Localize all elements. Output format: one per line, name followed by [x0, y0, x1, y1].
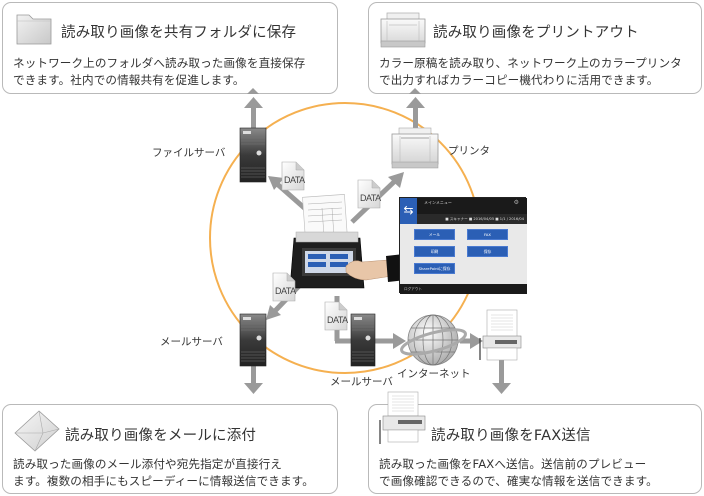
card-pointer — [247, 88, 259, 94]
sharepoint-save-button[interactable]: SharePointに保存 — [414, 263, 455, 274]
data-document-icon: DATA — [357, 179, 382, 209]
gear-icon[interactable]: ⚙ — [513, 199, 519, 206]
card-mail: 読み取り画像をメールに添付 読み取った画像のメール添付や宛先指定が直接行え ます… — [2, 404, 338, 494]
envelope-icon — [14, 410, 60, 452]
data-label: DATA — [275, 286, 296, 296]
label-file-server: ファイルサーバ — [152, 147, 226, 159]
label-internet: インターネット — [397, 368, 471, 380]
card-description: 読み取った画像のメール添付や宛先指定が直接行え ます。複数の相手にもスピーディー… — [13, 456, 314, 490]
data-document-icon: DATA — [272, 272, 297, 302]
screen-title: メインメニュー — [424, 200, 452, 205]
screen-header — [400, 198, 527, 214]
data-label: DATA — [284, 175, 305, 185]
desc-line: ます。複数の相手にもスピーディーに情報送信できます。 — [13, 474, 314, 488]
printer-icon — [391, 127, 439, 169]
arrow-to-mail-card — [244, 365, 263, 394]
arrow-to-fax-card — [492, 355, 511, 394]
print-button[interactable]: 印刷 — [414, 246, 455, 257]
desc-line: ネットワーク上のフォルダへ読み取った画像を直接保存 — [13, 56, 306, 70]
label-printer: プリンタ — [448, 145, 490, 157]
data-document-icon: DATA — [281, 161, 306, 191]
card-title: 読み取り画像を共有フォルダに保存 — [61, 25, 297, 41]
card-title: 読み取り画像をプリントアウト — [433, 25, 639, 41]
label-mail-server-bottom: メールサーバ — [330, 376, 393, 388]
data-document-icon: DATA — [324, 301, 349, 331]
back-button[interactable]: ⇆ — [400, 198, 417, 224]
card-pointer — [409, 88, 421, 94]
file-server-icon — [239, 127, 267, 183]
desc-line: で出力すればカラーコピー機代わりに活用できます。 — [379, 73, 659, 87]
arrow-to-print-card — [406, 97, 425, 128]
card-description: ネットワーク上のフォルダへ読み取った画像を直接保存 できます。社内での情報共有を… — [13, 55, 305, 89]
card-description: カラー原稿を読み取り、ネットワーク上のカラープリンタ で出力すればカラーコピー機… — [379, 55, 682, 89]
arrow-to-folder-card — [244, 97, 263, 128]
scanner-icon — [289, 194, 406, 289]
fax-icon — [479, 309, 522, 361]
screen-status-bar: ■ スキャナー ■ 2016/04/05 ■ 1/1 / 2016/04 — [417, 214, 527, 224]
save-button[interactable]: 保存 — [467, 246, 508, 257]
folder-icon — [16, 14, 52, 45]
printer-icon — [380, 12, 426, 48]
mail-server-icon — [239, 313, 267, 367]
desc-line: カラー原稿を読み取り、ネットワーク上のカラープリンタ — [379, 56, 682, 70]
label-mail-server-left: メールサーバ — [160, 336, 223, 348]
card-print: 読み取り画像をプリントアウト カラー原稿を読み取り、ネットワーク上のカラープリン… — [368, 2, 702, 94]
fax-card-icon — [379, 391, 426, 444]
internet-globe-icon — [400, 314, 467, 366]
desc-line: 読み取った画像をFAXへ送信。送信前のプレビュー — [379, 457, 647, 471]
card-title: 読み取り画像をメールに添付 — [65, 428, 257, 444]
desc-line: 読み取った画像のメール添付や宛先指定が直接行え — [13, 457, 282, 471]
logout-button[interactable]: ログアウト — [400, 284, 527, 294]
desc-line: できます。社内での情報共有を促進します。 — [13, 73, 245, 87]
arrow-mail-server-to-internet — [372, 333, 406, 349]
card-title: 読み取り画像をFAX送信 — [431, 428, 591, 444]
screen-body: メール FAX 印刷 保存 SharePointに保存 — [400, 224, 527, 284]
scanner-touch-screen: ⇆ メインメニュー ⚙ ■ スキャナー ■ 2016/04/05 ■ 1/1 /… — [399, 197, 527, 294]
mail-button[interactable]: メール — [414, 229, 455, 240]
desc-line: で画像確認できるので、確実な情報を送信できます。 — [379, 474, 658, 488]
fax-button[interactable]: FAX — [467, 229, 508, 240]
mail-server-icon — [350, 313, 376, 367]
card-description: 読み取った画像をFAXへ送信。送信前のプレビュー で画像確認できるので、確実な情… — [379, 456, 658, 490]
data-label: DATA — [327, 315, 348, 325]
data-label: DATA — [360, 193, 381, 203]
card-shared-folder: 読み取り画像を共有フォルダに保存 ネットワーク上のフォルダへ読み取った画像を直接… — [2, 2, 338, 94]
